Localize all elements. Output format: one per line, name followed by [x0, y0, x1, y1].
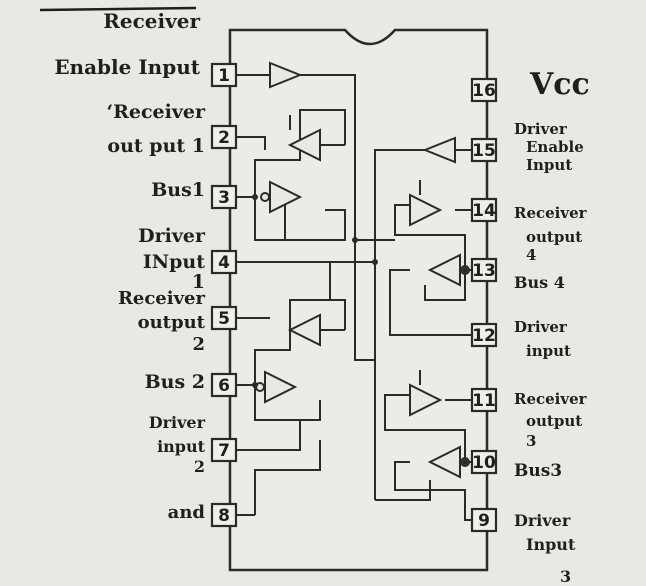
pin-8-number: 8	[218, 506, 230, 526]
driver-1-bubble	[260, 192, 270, 202]
pin-7-label-line: Driver	[149, 413, 206, 432]
pin-16-box	[470, 77, 498, 103]
pin-5-label-line: Receiver	[118, 288, 206, 309]
pin-15-number: 15	[472, 141, 496, 161]
receiver-4-gate	[409, 193, 443, 227]
pin-8: 8 and	[168, 502, 238, 528]
receiver-overline	[39, 6, 197, 12]
receiver-3-gate	[409, 383, 443, 417]
pin-16-label-line: Vcc	[529, 67, 590, 102]
pin-7-label-line: 2	[194, 457, 205, 476]
pin-12-number: 12	[472, 326, 496, 346]
pin-3: 3 Bus1	[151, 179, 238, 210]
internal-wiring	[236, 74, 487, 521]
pin-5-number: 5	[218, 309, 230, 329]
pin-15-label-line: Driver	[514, 120, 568, 138]
pin-14-label-line: output	[526, 228, 582, 246]
pin-13-label-line: Bus 4	[514, 273, 565, 292]
pin-6-label-line: Bus 2	[145, 371, 205, 393]
pin-16: 16 Vcc	[470, 67, 590, 103]
pin-6: 6 Bus 2	[145, 371, 238, 398]
pin-2: 2 ‘Receiver out put 1	[106, 101, 238, 157]
pin-11-label-line: Receiver	[514, 390, 588, 408]
pin-12: 12 Driver input	[470, 318, 571, 360]
pin-3-number: 3	[218, 188, 230, 208]
pin-7-label-line: input	[157, 437, 206, 456]
pin-11-label-line: 3	[526, 432, 536, 450]
pin-12-label-line: input	[526, 342, 571, 360]
pin-4-label-line: INput	[143, 251, 205, 273]
pin-10-label-line: Bus3	[514, 461, 562, 481]
pin-9-label-line: 3	[560, 567, 571, 586]
receiver-2-gate	[287, 313, 321, 347]
pin-13-number: 13	[472, 261, 496, 281]
pin-11: 11 Receiver output 3	[470, 387, 588, 450]
pin-8-label-line: and	[168, 502, 206, 523]
pin-15-label-line: Enable	[526, 138, 584, 156]
pin-13-box	[470, 257, 498, 283]
pin-4-label-line: Driver	[138, 225, 206, 247]
pin-4-label-line: 1	[192, 271, 205, 293]
pin-1-box	[210, 62, 238, 88]
pin-7-number: 7	[218, 441, 230, 461]
pin-15-box	[470, 137, 498, 163]
pin-2-label-line: out put 1	[107, 135, 205, 157]
pin-5-box	[210, 305, 238, 331]
pin-10: 10 Bus3	[470, 449, 562, 481]
pin-2-box	[210, 124, 238, 150]
pin-14-box	[470, 197, 498, 223]
pin-11-box	[470, 387, 498, 413]
pin-8-box	[210, 502, 238, 528]
pin-6-box	[210, 372, 238, 398]
pin-2-label-line: ‘Receiver	[106, 101, 205, 123]
pin-5-label-line: output	[138, 312, 206, 333]
pin-4-box	[210, 249, 238, 275]
pin-15-label-line: Input	[526, 156, 572, 174]
pin-10-box	[470, 449, 498, 475]
pin-11-number: 11	[472, 391, 496, 411]
pin-3-box	[210, 184, 238, 210]
pin-11-label-line: output	[526, 412, 582, 430]
pin-9-label-line: Driver	[514, 511, 571, 530]
pin-9-number: 9	[478, 511, 490, 531]
pin-12-box	[470, 322, 498, 348]
receiver-1-gate	[287, 128, 321, 162]
pin-14-number: 14	[472, 201, 496, 221]
pin-10-number: 10	[472, 453, 496, 473]
pin-6-number: 6	[218, 376, 230, 396]
pin-9-label-line: Input	[526, 535, 576, 554]
pin-16-number: 16	[472, 81, 496, 101]
pin-2-number: 2	[218, 128, 230, 148]
pin-1-label-line: Enable Input	[54, 55, 200, 79]
receiver-enable-buffer	[269, 61, 303, 89]
pin-5-label-line: 2	[192, 334, 205, 355]
pin-3-label-line: Bus1	[151, 179, 205, 201]
pin-14-label-line: Receiver	[514, 204, 588, 222]
pin-14-label-line: 4	[526, 246, 536, 264]
pin-1-label-line: Receiver	[103, 9, 200, 33]
driver-enable-buffer	[422, 136, 456, 164]
pin-12-label-line: Driver	[514, 318, 568, 336]
pin-7-box	[210, 437, 238, 463]
junctions	[252, 194, 468, 465]
pin-1-number: 1	[218, 66, 230, 86]
pin-9-box	[470, 507, 498, 533]
pin-4-number: 4	[218, 253, 230, 273]
